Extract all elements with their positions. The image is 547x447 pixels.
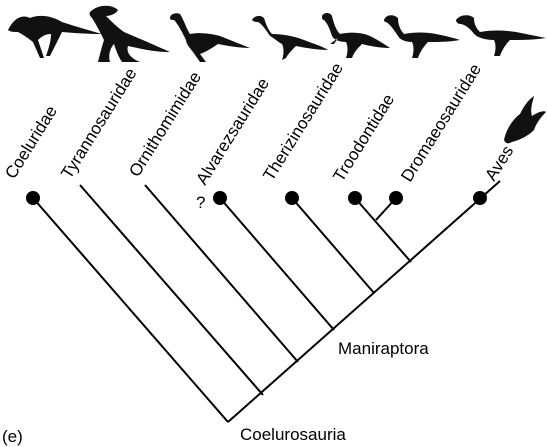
node-alvarezsauridae	[213, 191, 227, 205]
label-coeluridae: Coeluridae	[1, 102, 61, 182]
bird-silhouette	[504, 96, 546, 143]
edge-therizinosauridae	[292, 198, 374, 293]
therizinosaur-silhouette	[322, 13, 390, 58]
edge-ornithomimidae	[145, 185, 298, 362]
coelurid-silhouette	[8, 16, 102, 58]
dromaeosaur-silhouette	[456, 15, 546, 56]
taxon-labels: Coeluridae Tyrannosauridae Ornithomimida…	[1, 59, 517, 188]
label-maniraptora: Maniraptora	[338, 339, 429, 358]
node-coeluridae	[26, 191, 40, 205]
edge-alvarezsauridae	[220, 198, 334, 330]
edge-aves	[228, 181, 500, 422]
label-dromaeosauridae: Dromaeosauridae	[397, 60, 485, 185]
node-troodontidae	[348, 191, 362, 205]
node-dromaeosauridae	[389, 191, 403, 205]
edge-coeluridae	[33, 198, 228, 422]
label-therizinosauridae: Therizinosauridae	[259, 59, 347, 184]
panel-label: (e)	[2, 427, 23, 446]
edge-troodontidae	[355, 198, 411, 262]
label-ornithomimidae: Ornithomimidae	[125, 68, 205, 180]
node-aves	[473, 191, 487, 205]
ornithomimid-silhouette	[170, 13, 250, 62]
node-therizinosauridae	[285, 191, 299, 205]
label-aves: Aves	[481, 142, 517, 184]
troodontid-silhouette	[384, 15, 460, 58]
alvarezsaur-silhouette	[252, 16, 328, 60]
label-troodontidae: Troodontidae	[329, 91, 398, 186]
tyrannosaur-silhouette	[90, 6, 170, 62]
label-coelurosauria: Coelurosauria	[240, 425, 346, 444]
uncertainty-mark: ?	[196, 193, 205, 212]
tree-edges	[33, 181, 500, 422]
